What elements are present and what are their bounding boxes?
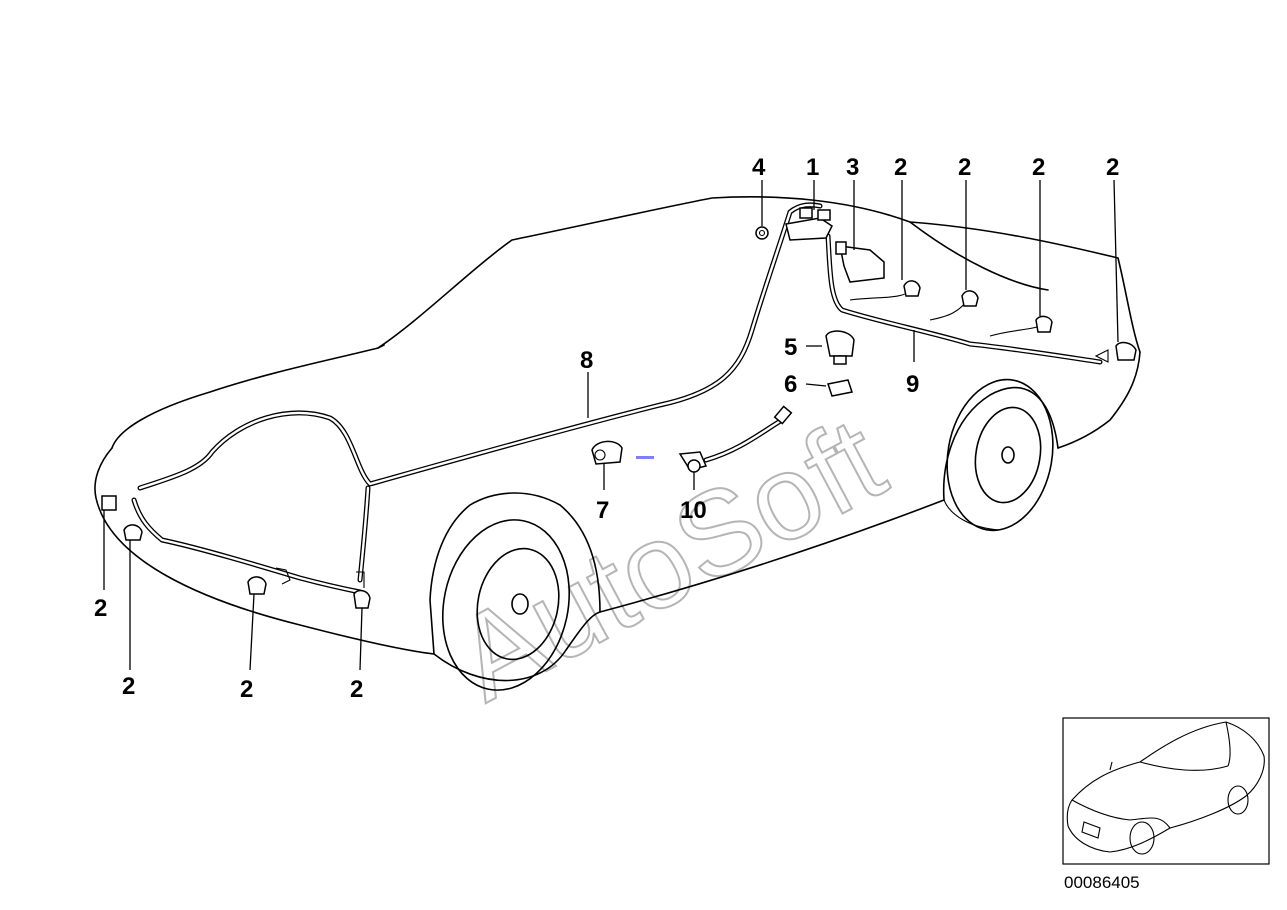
sensor[interactable] [247,576,267,595]
rear-cable-harness [131,202,823,595]
sensor[interactable] [123,524,143,541]
sensor[interactable] [1115,341,1137,361]
sensor[interactable] [1035,315,1053,333]
callout-2: 2 [1106,154,1119,181]
callout-2: 2 [350,676,363,703]
sensor[interactable] [101,495,117,511]
reference-number: 00086405 [1064,873,1140,892]
callout-2: 2 [894,154,907,181]
callout-8: 8 [580,347,593,374]
selection-marker [636,456,654,459]
callout-1: 1 [806,154,819,181]
nut[interactable] [755,226,769,240]
sensor[interactable] [353,589,371,609]
sensor-clip [275,349,1109,588]
callout-7: 7 [596,497,609,524]
callout-4: 4 [752,154,766,181]
car-body-outline [94,196,1141,691]
callout-5: 5 [784,334,797,361]
sensor-holder[interactable] [591,440,623,465]
bracket[interactable] [835,241,885,283]
sensor[interactable] [903,280,921,297]
callout-3: 3 [846,154,859,181]
vehicle-thumbnail [1062,717,1270,865]
sensor[interactable] [961,290,979,307]
callout-9: 9 [906,371,919,398]
connecting-lead[interactable] [678,405,793,473]
callout-6: 6 [784,371,797,398]
callout-10: 10 [680,497,707,524]
buzzer[interactable] [825,330,855,365]
callout-2: 2 [240,676,253,703]
callout-2: 2 [94,595,107,622]
watermark: AutoSoft [435,392,904,726]
callout-2: 2 [122,673,135,700]
grommet[interactable] [827,379,853,397]
callout-2: 2 [958,154,971,181]
control-unit[interactable] [785,207,833,241]
leader-lines [103,179,1119,671]
callout-2: 2 [1032,154,1045,181]
